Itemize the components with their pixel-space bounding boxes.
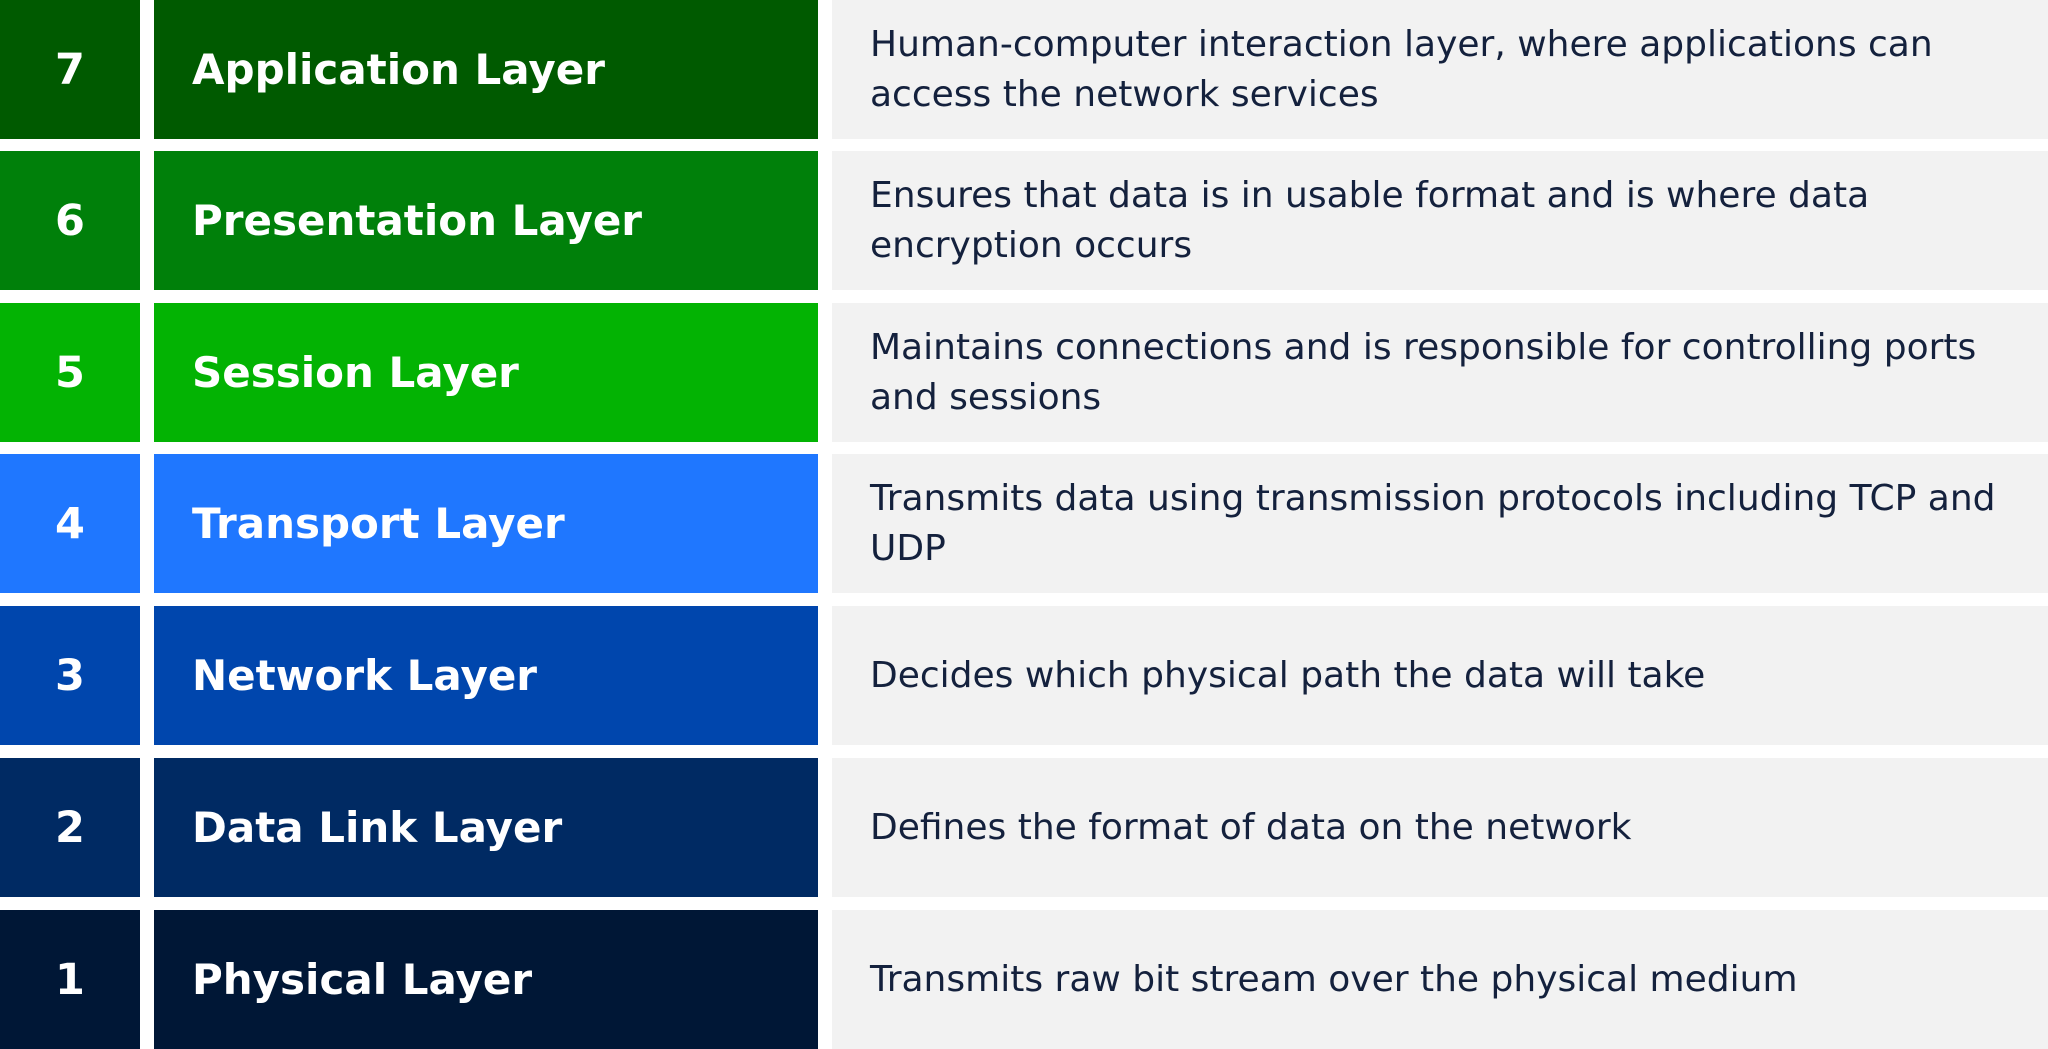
layer-number: 2 (55, 802, 85, 853)
layer-name: Presentation Layer (192, 196, 643, 245)
layer-number-cell: 4 (0, 454, 140, 593)
layer-number-cell: 1 (0, 910, 140, 1049)
layer-name-cell: Session Layer (154, 303, 818, 442)
layer-name: Transport Layer (192, 499, 565, 548)
layer-row-7: 7 Application Layer Human-computer inter… (0, 0, 2048, 139)
layer-description: Maintains connections and is responsible… (870, 326, 1977, 418)
layer-name-cell: Data Link Layer (154, 758, 818, 897)
layer-number-cell: 5 (0, 303, 140, 442)
layer-row-2: 2 Data Link Layer Defines the format of … (0, 758, 2048, 897)
layer-description-cell: Transmits raw bit stream over the physic… (832, 910, 2048, 1049)
layer-row-5: 5 Session Layer Maintains connections an… (0, 303, 2048, 442)
layer-description-cell: Transmits data using transmission protoc… (832, 454, 2048, 593)
layer-name: Application Layer (192, 45, 605, 94)
layer-number: 4 (55, 498, 85, 549)
layer-name-cell: Physical Layer (154, 910, 818, 1049)
layer-description: Ensures that data is in usable format an… (870, 174, 1870, 266)
layer-number: 7 (55, 44, 85, 95)
layer-name-cell: Presentation Layer (154, 151, 818, 290)
layer-number: 1 (55, 954, 85, 1005)
layer-number-cell: 6 (0, 151, 140, 290)
layer-number-cell: 2 (0, 758, 140, 897)
layer-description-cell: Decides which physical path the data wil… (832, 606, 2048, 745)
layer-name: Physical Layer (192, 955, 533, 1004)
layer-description-cell: Human-computer interaction layer, where … (832, 0, 2048, 139)
layer-number-cell: 7 (0, 0, 140, 139)
layer-name: Session Layer (192, 348, 519, 397)
layer-description: Transmits raw bit stream over the physic… (870, 958, 1798, 1000)
layer-name: Data Link Layer (192, 803, 563, 852)
layer-row-4: 4 Transport Layer Transmits data using t… (0, 454, 2048, 593)
layer-row-6: 6 Presentation Layer Ensures that data i… (0, 151, 2048, 290)
layer-description: Transmits data using transmission protoc… (870, 477, 1996, 569)
layer-name-cell: Transport Layer (154, 454, 818, 593)
layer-row-1: 1 Physical Layer Transmits raw bit strea… (0, 910, 2048, 1049)
layer-description-cell: Defines the format of data on the networ… (832, 758, 2048, 897)
layer-name: Network Layer (192, 651, 538, 700)
layer-number: 6 (55, 195, 85, 246)
layer-description: Decides which physical path the data wil… (870, 654, 1706, 696)
layer-description-cell: Maintains connections and is responsible… (832, 303, 2048, 442)
layer-description-cell: Ensures that data is in usable format an… (832, 151, 2048, 290)
layer-description: Defines the format of data on the networ… (870, 806, 1632, 848)
layer-number-cell: 3 (0, 606, 140, 745)
layer-number: 5 (55, 347, 85, 398)
layer-description: Human-computer interaction layer, where … (870, 23, 1933, 115)
layer-name-cell: Network Layer (154, 606, 818, 745)
layer-name-cell: Application Layer (154, 0, 818, 139)
layer-row-3: 3 Network Layer Decides which physical p… (0, 606, 2048, 745)
layer-number: 3 (55, 650, 85, 701)
